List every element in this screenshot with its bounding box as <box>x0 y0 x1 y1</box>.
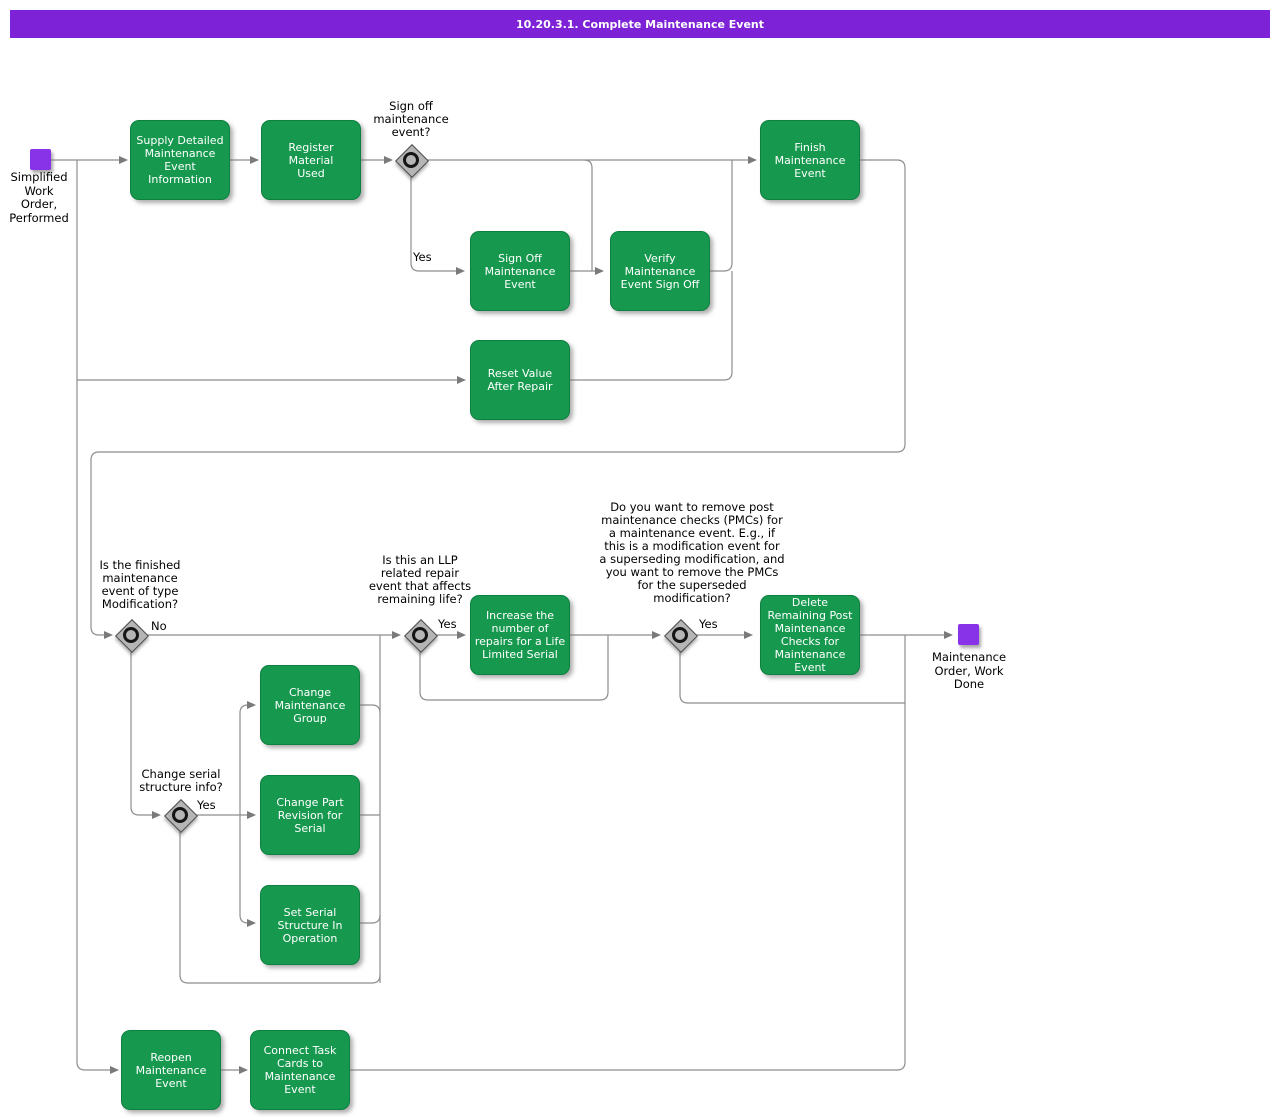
connector <box>350 635 906 1071</box>
connector-paths <box>50 159 944 1071</box>
connector <box>419 635 609 701</box>
activity-supply-detailed-maintenance-event-information[interactable]: Supply Detailed Maintenance Event Inform… <box>130 120 230 200</box>
activity-finish-maintenance-event[interactable]: Finish Maintenance Event <box>760 120 860 200</box>
connector <box>239 815 249 924</box>
arrowhead-icon <box>247 811 256 819</box>
activity-connect-task-cards[interactable]: Connect Task Cards to Maintenance Event <box>250 1030 350 1110</box>
activity-change-maintenance-group[interactable]: Change Maintenance Group <box>260 665 360 745</box>
gateway-circle-icon <box>412 627 428 643</box>
activity-delete-remaining-post-maintenance-checks[interactable]: Delete Remaining Post Maintenance Checks… <box>760 595 860 675</box>
arrowhead-icon <box>652 631 661 639</box>
arrowhead-icon <box>247 919 256 927</box>
arrowhead-icon <box>384 156 393 164</box>
arrowhead-icon <box>457 631 466 639</box>
connector <box>76 160 111 1071</box>
connector <box>679 651 905 704</box>
question-sign-off-maintenance-event: Sign off maintenance event? <box>373 99 449 139</box>
arrowhead-icon <box>152 811 161 819</box>
question-change-serial-structure: Change serial structure info? <box>139 767 223 794</box>
gateway-llp-related-repair <box>404 619 438 653</box>
arrowhead-icon <box>457 376 466 384</box>
end-event-maintenance-order-done <box>958 624 979 645</box>
connector <box>360 914 381 924</box>
branch-label-yes-sign-off: Yes <box>413 250 432 264</box>
activity-reset-value-after-repair[interactable]: Reset Value After Repair <box>470 340 570 420</box>
branch-label-yes-serial: Yes <box>197 798 216 812</box>
arrowhead-icon <box>744 631 753 639</box>
connector <box>710 160 733 272</box>
connector <box>179 831 381 984</box>
start-event-simplified-work-order <box>30 149 51 170</box>
connector <box>360 704 381 714</box>
connector <box>130 651 153 816</box>
branch-label-yes-pmc: Yes <box>699 617 718 631</box>
gateway-circle-icon <box>123 627 139 643</box>
gateway-circle-icon <box>403 152 419 168</box>
gateway-event-type-modification <box>115 619 149 653</box>
gateway-sign-off-maintenance-event <box>395 144 429 178</box>
arrowhead-icon <box>119 156 128 164</box>
arrowhead-icon <box>104 631 113 639</box>
connector <box>410 176 457 272</box>
activity-increase-number-of-repairs[interactable]: Increase the number of repairs for a Lif… <box>470 595 570 675</box>
activity-change-part-revision-for-serial[interactable]: Change Part Revision for Serial <box>260 775 360 855</box>
arrowhead-icon <box>392 631 401 639</box>
start-event-label: Simplified Work Order, Performed <box>9 170 69 225</box>
question-remove-pmcs: Do you want to remove post maintenance c… <box>599 500 785 605</box>
diagram-title-bar: 10.20.3.1. Complete Maintenance Event <box>10 10 1270 38</box>
connector <box>90 159 906 636</box>
gateway-remove-pmcs <box>664 619 698 653</box>
end-event-label: Maintenance Order, Work Done <box>931 650 1007 691</box>
arrowhead-icon <box>944 631 953 639</box>
connector <box>239 704 249 815</box>
activity-sign-off-maintenance-event[interactable]: Sign Off Maintenance Event <box>470 231 570 311</box>
arrowhead-icon <box>110 1066 119 1074</box>
gateway-circle-icon <box>172 807 188 823</box>
arrowhead-icon <box>456 267 465 275</box>
activity-register-material-used[interactable]: Register Material Used <box>261 120 361 200</box>
branch-label-yes-llp: Yes <box>438 617 457 631</box>
arrowheads <box>104 156 953 1074</box>
arrowhead-icon <box>595 267 604 275</box>
question-event-type-modification: Is the finished maintenance event of typ… <box>99 558 181 611</box>
connector <box>583 159 593 271</box>
activity-verify-maintenance-event-sign-off[interactable]: Verify Maintenance Event Sign Off <box>610 231 710 311</box>
arrowhead-icon <box>250 156 259 164</box>
branch-label-no-modification: No <box>151 619 167 633</box>
gateway-circle-icon <box>672 627 688 643</box>
question-llp-related-repair: Is this an LLP related repair event that… <box>368 553 472 606</box>
connector <box>570 271 733 381</box>
diagram-title: 10.20.3.1. Complete Maintenance Event <box>515 17 765 31</box>
gateway-change-serial-structure <box>164 799 198 833</box>
arrowhead-icon <box>247 701 256 709</box>
activity-reopen-maintenance-event[interactable]: Reopen Maintenance Event <box>121 1030 221 1110</box>
arrowhead-icon <box>239 1066 248 1074</box>
arrowhead-icon <box>748 156 757 164</box>
activity-set-serial-structure-in-operation[interactable]: Set Serial Structure In Operation <box>260 885 360 965</box>
